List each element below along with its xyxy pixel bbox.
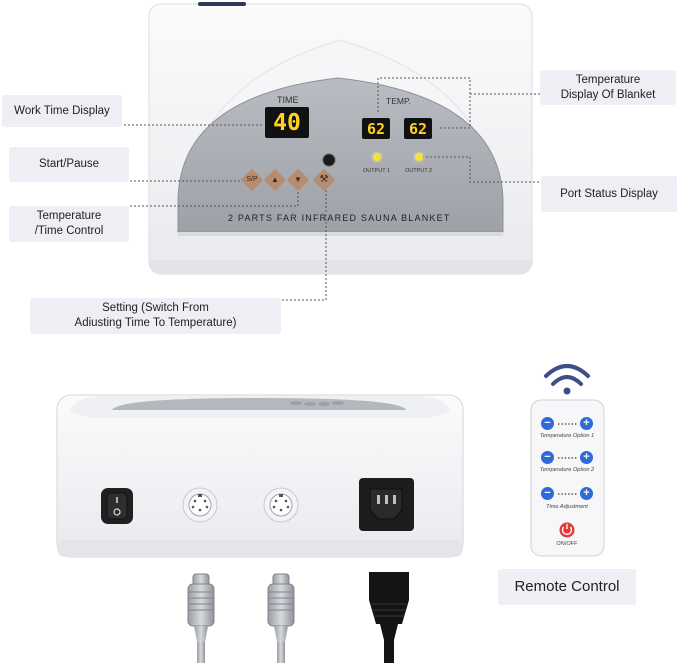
remote-body: [530, 399, 605, 557]
remote-temp1-minus-button[interactable]: −: [541, 417, 554, 430]
remote-time-plus-button[interactable]: +: [580, 487, 593, 500]
output-1-indicator: [373, 153, 381, 161]
output-2-label: OUTPUT 2: [405, 168, 433, 174]
power-inlet: [359, 478, 414, 531]
remote-temp2-minus-button[interactable]: −: [541, 451, 554, 464]
up-arrow-icon: ▲: [271, 175, 279, 184]
callout-work-time: Work Time Display: [2, 95, 122, 127]
output-socket-2: [263, 487, 299, 523]
control-unit-front: [56, 394, 464, 558]
output-2-indicator: [415, 153, 423, 161]
callout-setting: Setting (Switch From Adiusting Time To T…: [30, 298, 281, 334]
remote-time-minus-button[interactable]: −: [541, 487, 554, 500]
remote-onoff-label: ON/OFF: [556, 541, 578, 547]
temp-display-1: 62: [362, 118, 390, 139]
time-display: 40: [265, 107, 309, 138]
wrench-icon: ⚒: [319, 174, 329, 185]
remote-sensor: [322, 153, 336, 167]
remote-temp1-plus-button[interactable]: +: [580, 417, 593, 430]
output-socket-1: [182, 487, 218, 523]
power-cord-plug: [369, 572, 409, 663]
temp-label: TEMP.: [386, 96, 411, 106]
start-pause-label: S/P: [246, 176, 258, 183]
remote-option2-label: Temperature Option 2: [539, 467, 595, 473]
remote-option1-label: Temperature Option 1: [539, 433, 595, 439]
temp-display-2: 62: [404, 118, 432, 139]
callout-start-pause: Start/Pause: [9, 147, 129, 182]
callout-port-status: Port Status Display: [541, 176, 677, 212]
remote-power-button: [559, 522, 575, 538]
remote-wifi-icon: [544, 364, 590, 386]
remote-temp2-plus-button[interactable]: +: [580, 451, 593, 464]
down-arrow-icon: ▼: [294, 175, 302, 184]
callout-temp-display: Temperature Display Of Blanket: [540, 70, 676, 105]
time-label: TIME: [277, 95, 299, 105]
output-1-label: OUTPUT 1: [363, 168, 391, 174]
control-panel-dome: [177, 77, 504, 233]
product-name: 2 PARTS FAR INFRARED SAUNA BLANKET: [228, 213, 451, 223]
remote-time-label: Time Adjustment: [546, 504, 588, 510]
din-cable-2: [267, 573, 295, 663]
callout-temp-time-control: Temperature /Time Control: [9, 206, 129, 242]
din-cable-1: [187, 573, 215, 663]
callout-remote: Remote Control: [498, 569, 636, 605]
